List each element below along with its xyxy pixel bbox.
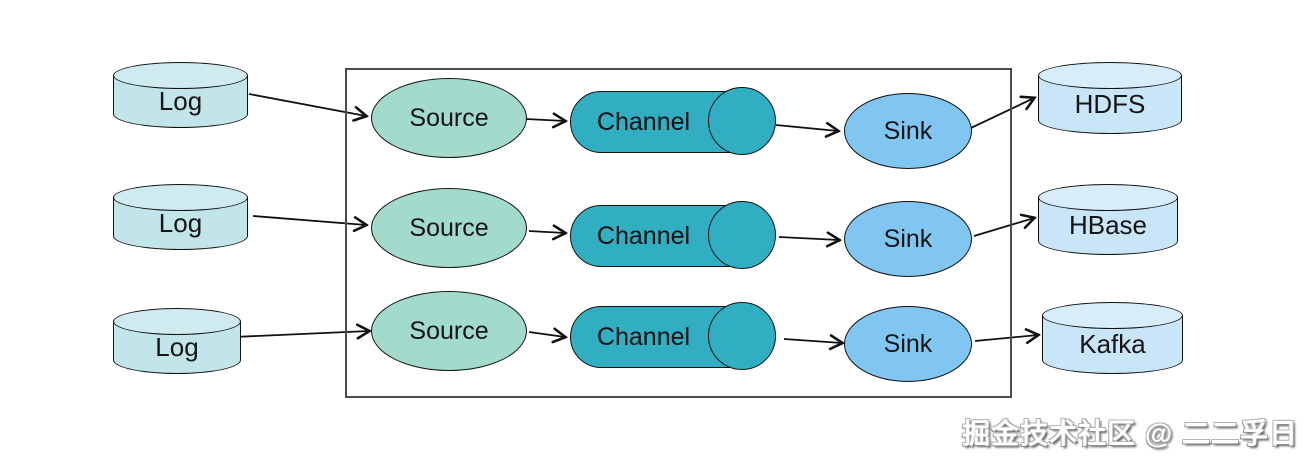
watermark-text: 掘金技术社区 @ 二二孚日 — [962, 418, 1298, 449]
flume-agent-box — [345, 68, 1012, 398]
arrow-channel-to-sink-row3 — [783, 339, 842, 343]
sink-label: Sink — [883, 329, 933, 358]
arrow-channel-to-sink-row2 — [778, 237, 839, 240]
cylinder-top — [1038, 62, 1182, 89]
arrow-sink-to-hbase — [973, 218, 1034, 237]
source-label: Source — [409, 213, 489, 242]
arrow-channel-to-sink-row1 — [775, 125, 838, 131]
log-label: Log — [155, 331, 199, 362]
arrow-log-to-source-row2 — [252, 215, 366, 225]
log-label: Log — [158, 207, 203, 238]
channel-node-row1: Channel — [570, 87, 776, 155]
arrow-source-to-channel-row2 — [528, 231, 565, 233]
sink-node-row3: Sink — [844, 306, 972, 382]
source-node-row1: Source — [371, 78, 527, 158]
sink-label: Sink — [883, 224, 933, 253]
log-cylinder-row2: Log — [113, 184, 248, 250]
arrow-sink-to-hdfs — [970, 98, 1034, 129]
source-label: Source — [409, 316, 489, 345]
channel-label: Channel — [596, 107, 691, 136]
hdfs-cylinder: HDFS — [1038, 62, 1182, 134]
sink-node-row1: Sink — [844, 93, 972, 169]
kafka-cylinder: Kafka — [1042, 302, 1183, 374]
sink-node-row2: Sink — [844, 201, 972, 277]
cylinder-top — [1042, 302, 1183, 329]
destination-label: HBase — [1068, 210, 1148, 240]
sink-label: Sink — [883, 116, 933, 145]
channel-end-cap — [708, 201, 776, 269]
cylinder-top — [1038, 184, 1178, 211]
channel-label: Channel — [596, 221, 691, 250]
source-node-row2: Source — [371, 188, 527, 268]
source-label: Source — [409, 103, 489, 132]
cylinder-top — [113, 184, 248, 211]
arrow-sink-to-kafka — [974, 335, 1038, 341]
source-node-row3: Source — [371, 291, 527, 371]
destination-label: Kafka — [1079, 328, 1146, 359]
cylinder-top — [113, 308, 241, 335]
channel-label: Channel — [596, 322, 691, 351]
destination-label: HDFS — [1074, 88, 1146, 119]
arrow-source-to-channel-row1 — [525, 119, 565, 121]
arrow-source-to-channel-row3 — [528, 332, 565, 337]
cylinder-top — [113, 62, 248, 89]
channel-node-row3: Channel — [570, 302, 776, 370]
log-label: Log — [158, 85, 203, 116]
channel-end-cap — [708, 87, 776, 155]
hbase-cylinder: HBase — [1038, 184, 1178, 255]
channel-end-cap — [708, 302, 776, 370]
log-cylinder-row3: Log — [113, 308, 241, 374]
channel-node-row2: Channel — [570, 201, 776, 269]
log-cylinder-row1: Log — [113, 62, 248, 128]
